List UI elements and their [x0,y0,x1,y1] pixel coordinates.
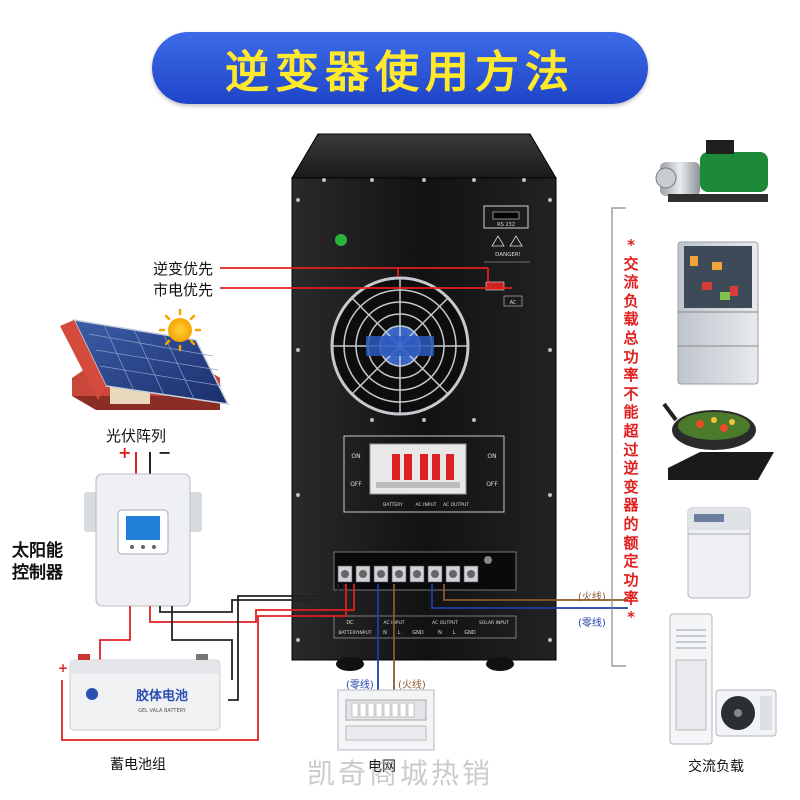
svg-text:AC: AC [510,300,517,306]
sun-icon [158,308,202,352]
breaker-battery[interactable] [404,454,412,480]
breaker-ac-input[interactable] [420,454,428,480]
svg-text:OFF: OFF [486,481,498,488]
battery-brand: 胶体电池 [136,688,188,704]
danger-label: DANGER! [495,252,521,258]
controller-screen [126,516,160,540]
live-wire-label: (火线) [578,592,606,603]
water-pump [655,140,768,202]
watermark: 凯奇商城热销 [306,757,493,790]
page-title: 逆变器使用方法 [225,47,575,98]
neutral-wire-label: (零线) [578,618,606,629]
svg-text:+: + [118,443,131,462]
breaker-ac-input[interactable] [432,454,440,480]
grid-live-label: (火线) [398,680,426,691]
breaker-ac-output[interactable] [446,454,454,480]
svg-text:AC OUTPUT: AC OUTPUT [432,620,458,626]
rs232-label: RS 232 [497,222,515,228]
solar-controller-label: 太阳能 控制器 [12,541,63,583]
svg-text:GEL VALA BATTERY: GEL VALA BATTERY [138,708,187,714]
warning-icon [509,235,523,247]
svg-text:OFF: OFF [350,481,362,488]
battery-bank-label: 蓄电池组 [110,757,166,773]
svg-text:AC OUTPUT: AC OUTPUT [443,502,469,508]
ac-load-label: 交流负载 [688,759,744,775]
inverter-priority-label: 逆变优先 [153,260,214,278]
svg-text:AC INPUT: AC INPUT [415,502,436,508]
title-banner: 逆变器使用方法 [152,32,648,104]
svg-text:N: N [383,630,387,636]
terminal-block: DC BATTERYINPUT AC INPUT AC OUTPUT SOLAR… [333,551,517,639]
grid-priority-label: 市电优先 [153,281,214,299]
power-warning-note: *交流负载总功率不能超过逆变器的额定功率* [623,236,639,626]
battery: 胶体电池 GEL VALA BATTERY + [58,654,221,731]
live-wire [443,584,628,601]
svg-text:GND: GND [464,630,476,636]
svg-text:+: + [58,661,68,675]
svg-text:BATTERYINPUT: BATTERYINPUT [338,630,371,636]
cooling-fan [330,276,470,416]
svg-text:L: L [453,630,456,636]
washing-machine [687,507,751,599]
svg-text:GND: GND [412,630,424,636]
refrigerator [677,241,759,385]
grid-distribution-box [337,689,435,751]
breaker-battery[interactable] [392,454,400,480]
grid-label: 电网 [368,759,396,775]
neutral-wire [431,584,628,609]
svg-text:ON: ON [351,453,360,460]
air-conditioner [669,613,777,745]
svg-text:BATTERY: BATTERY [383,502,403,508]
pv-array-label: 光伏阵列 [106,427,167,445]
svg-text:SOLAR INPUT: SOLAR INPUT [479,620,509,626]
svg-text:N: N [438,630,442,636]
svg-text:ON: ON [487,453,496,460]
solar-panel [60,319,230,410]
svg-text:DC: DC [346,620,354,626]
breaker-panel: ON OFF ON OFF BATTERY AC INPUT AC OUTPUT [343,435,505,513]
warning-icon [491,235,505,247]
solar-controller [84,473,202,607]
induction-cooker [662,402,774,480]
inverter-cabinet: RS 232 DANGER! AC [291,133,557,671]
svg-text:L: L [398,630,401,636]
power-indicator-icon [335,234,347,246]
grid-neutral-label: (零线) [346,680,374,691]
priority-switch[interactable] [485,281,505,291]
svg-text:−: − [158,443,171,462]
